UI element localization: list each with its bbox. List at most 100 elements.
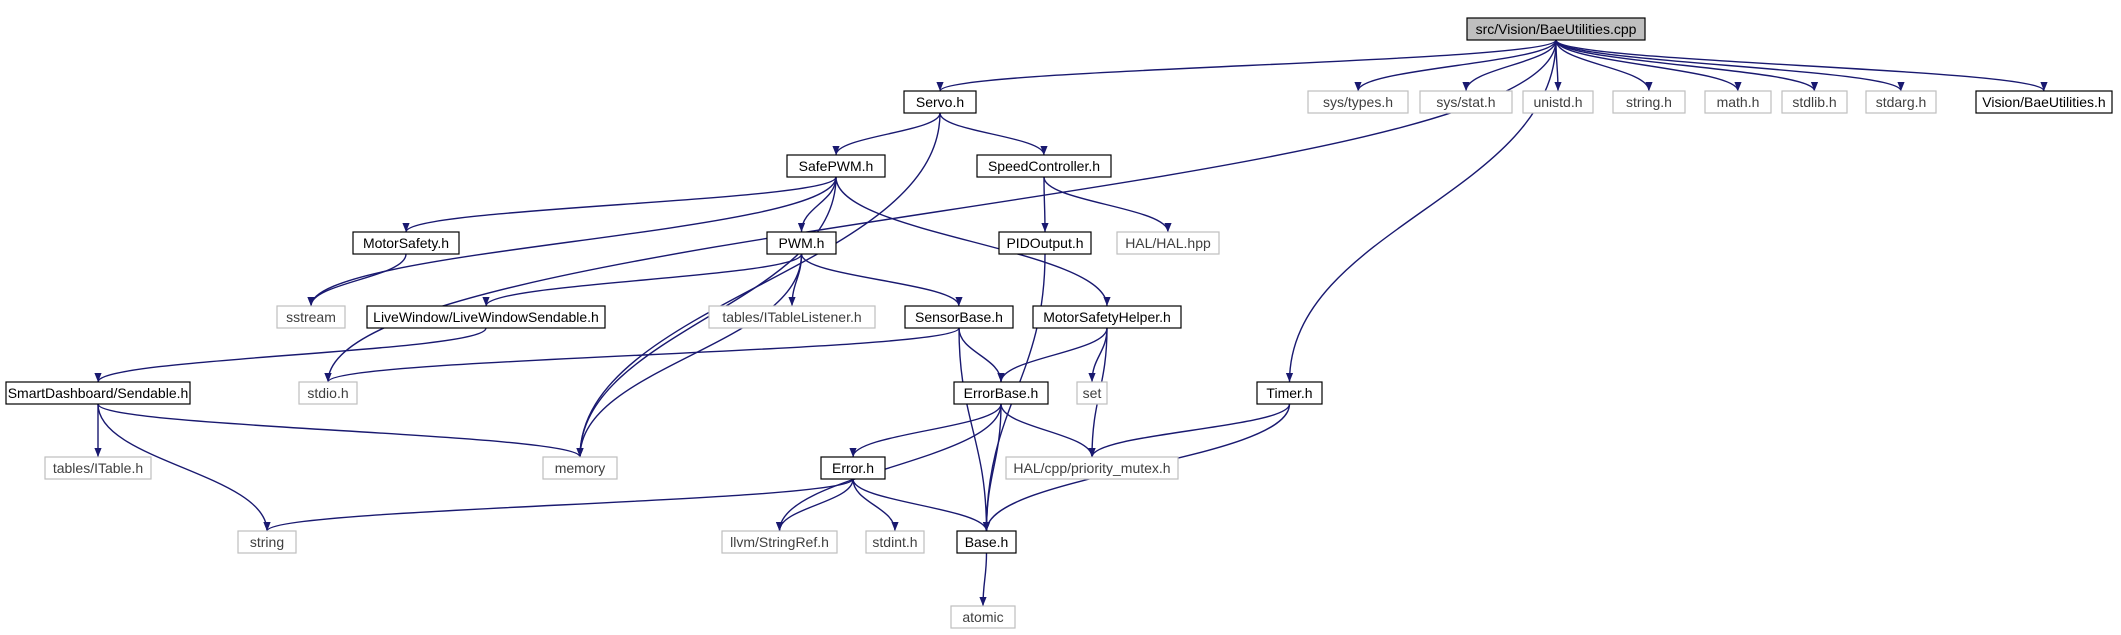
node-set-label: set [1083,385,1102,401]
edge-motorsafetyhelper-to-errorbase [997,327,1108,383]
node-stdarg-box [1865,90,1937,114]
node-pidoutput[interactable]: PIDOutput.h [998,231,1092,255]
node-memory: memory [542,456,618,480]
node-sendable-box [5,381,191,405]
node-pwm-box [766,231,837,255]
node-safepwm-box [786,154,886,178]
node-sensorbase[interactable]: SensorBase.h [904,305,1014,329]
node-livewindow[interactable]: LiveWindow/LiveWindowSendable.h [366,305,606,329]
node-mathh-box [1704,90,1772,114]
edge-errorh-to-baseh [852,478,991,532]
edge-errorbase-to-baseh [982,403,1002,532]
node-mathh: math.h [1704,90,1772,114]
node-stringstd: string [237,530,297,554]
node-halhpp: HAL/HAL.hpp [1116,231,1220,255]
node-root[interactable]: src/Vision/BaeUtilities.cpp [1466,17,1646,41]
edge-sensorbase-to-stdio [324,327,960,383]
node-stringstd-label: string [250,534,284,550]
node-stringh-box [1612,90,1686,114]
node-systypes: sys/types.h [1307,90,1409,114]
node-stdio-label: stdio.h [307,385,348,401]
edge-errorbase-to-primutex [1000,403,1096,458]
node-memory-box [542,456,618,480]
node-motorsafetyhelper[interactable]: MotorSafetyHelper.h [1032,305,1182,329]
edge-pwm-to-itablelistener [788,253,803,307]
node-safepwm[interactable]: SafePWM.h [786,154,886,178]
node-unistd: unistd.h [1522,90,1594,114]
node-itablelistener: tables/ITableListener.h [708,305,876,329]
node-servo[interactable]: Servo.h [903,90,977,114]
node-sendable-label: SmartDashboard/Sendable.h [8,385,189,401]
node-sendable[interactable]: SmartDashboard/Sendable.h [5,381,191,405]
node-set: set [1076,381,1108,405]
node-atomic: atomic [950,605,1016,629]
edge-errorbase-to-errorh [849,403,1002,458]
node-speedctrl-box [976,154,1112,178]
node-baseh-box [956,530,1017,554]
edge-errorbase-to-stringref [775,403,1002,532]
node-timer[interactable]: Timer.h [1256,381,1323,405]
node-stringref-box [721,530,838,554]
node-stdint-box [865,530,925,554]
node-baseh[interactable]: Base.h [956,530,1017,554]
node-pidoutput-label: PIDOutput.h [1006,235,1083,251]
node-root-box [1466,17,1646,41]
node-timer-label: Timer.h [1266,385,1312,401]
node-stdlib-box [1781,90,1848,114]
node-errorh-box [820,456,886,480]
node-timer-box [1256,381,1323,405]
edge-root-to-stringh [1555,39,1653,92]
edge-root-to-mathh [1555,39,1742,92]
edge-pwm-to-sensorbase [800,253,963,307]
edge-motorsafety-to-sstream [307,253,407,307]
edge-root-to-systypes [1354,39,1557,92]
node-speedctrl[interactable]: SpeedController.h [976,154,1112,178]
node-safepwm-label: SafePWM.h [799,158,874,174]
node-pwm[interactable]: PWM.h [766,231,837,255]
node-pidoutput-box [998,231,1092,255]
node-errorh-label: Error.h [832,460,874,476]
node-unistd-box [1522,90,1594,114]
node-speedctrl-label: SpeedController.h [988,158,1100,174]
node-errorbase-box [953,381,1049,405]
node-livewindow-label: LiveWindow/LiveWindowSendable.h [373,309,599,325]
edge-sendable-to-stringstd [97,403,271,532]
node-errorbase[interactable]: ErrorBase.h [953,381,1049,405]
node-stdio: stdio.h [298,381,358,405]
node-sensorbase-label: SensorBase.h [915,309,1003,325]
node-errorh[interactable]: Error.h [820,456,886,480]
edge-sensorbase-to-errorbase [958,327,1005,383]
node-motorsafety[interactable]: MotorSafety.h [352,231,460,255]
edge-safepwm-to-memory [576,176,837,458]
edge-sensorbase-to-baseh [958,327,991,532]
node-itablelistener-label: tables/ITableListener.h [722,309,861,325]
node-stringref: llvm/StringRef.h [721,530,838,554]
node-atomic-label: atomic [962,609,1003,625]
node-primutex-box [1005,456,1179,480]
node-stdint: stdint.h [865,530,925,554]
edge-errorh-to-stringstd [263,478,854,532]
node-sysstat: sys/stat.h [1419,90,1513,114]
node-primutex: HAL/cpp/priority_mutex.h [1005,456,1179,480]
node-sstream-box [276,305,346,329]
node-visionbae-box [1975,90,2113,114]
edge-root-to-sysstat [1462,39,1557,92]
node-servo-label: Servo.h [916,94,964,110]
edge-safepwm-to-sstream [307,176,837,307]
node-stringh: string.h [1612,90,1686,114]
edge-pwm-to-memory [576,253,803,458]
node-stringref-label: llvm/StringRef.h [730,534,829,550]
node-baseh-label: Base.h [965,534,1009,550]
node-visionbae[interactable]: Vision/BaeUtilities.h [1975,90,2113,114]
node-stringh-label: string.h [1626,94,1672,110]
node-root-label: src/Vision/BaeUtilities.cpp [1476,21,1637,37]
node-visionbae-label: Vision/BaeUtilities.h [1982,94,2105,110]
node-livewindow-box [366,305,606,329]
edge-motorsafetyhelper-to-set [1088,327,1108,383]
node-itable: tables/ITable.h [44,456,152,480]
edge-servo-to-safepwm [832,112,941,156]
node-stdlib-label: stdlib.h [1792,94,1836,110]
node-itablelistener-box [708,305,876,329]
edge-timer-to-primutex [1088,403,1291,458]
node-itable-label: tables/ITable.h [53,460,143,476]
